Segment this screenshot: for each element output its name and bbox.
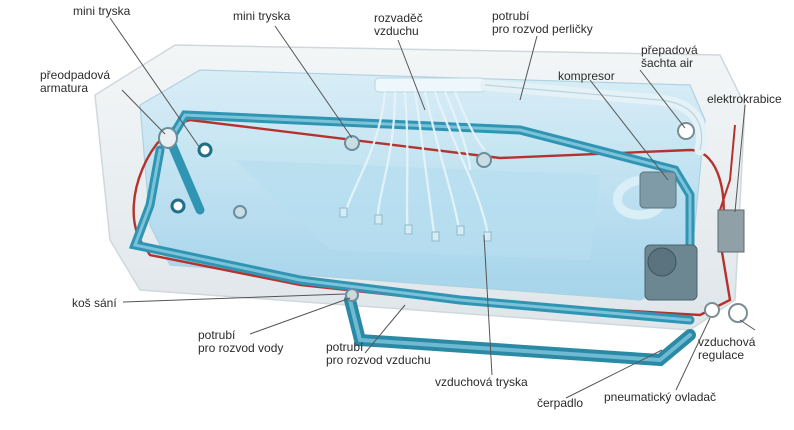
- air-manifold: [374, 77, 486, 93]
- leader-lines: [109, 17, 756, 399]
- label-air-regulation: vzduchová regulace: [698, 336, 755, 362]
- label-electrical-box: elektrokrabice: [707, 92, 782, 106]
- overflow-pipe: [165, 135, 205, 215]
- label-water-pipe: potrubí pro rozvod vody: [198, 329, 283, 355]
- label-line: rozvaděč: [374, 11, 423, 25]
- label-line: potrubí: [198, 328, 236, 342]
- label-line: přeodpadová: [40, 68, 111, 82]
- label-suction-basket: koš sání: [72, 296, 117, 310]
- label-overflow-drain-fitting: přeodpadová armatura: [40, 69, 110, 95]
- pneumatic-controller: [704, 302, 720, 318]
- label-overflow-shaft-air: přepadová šachta air: [641, 44, 698, 70]
- label-mini-tryska-left: mini tryska: [73, 4, 131, 18]
- label-line: přepadová: [641, 43, 698, 57]
- label-air-nozzle: vzduchová tryska: [435, 375, 528, 389]
- label-line: vzduchová: [698, 335, 756, 349]
- label-air-manifold: rozvaděč vzduchu: [374, 12, 423, 38]
- label-air-pipe: potrubí pro rozvod vzduchu: [326, 341, 431, 367]
- electrical-box: [717, 209, 745, 253]
- compressor-body: [639, 171, 677, 209]
- air-regulation-knob: [728, 303, 748, 323]
- pump-motor: [647, 247, 677, 277]
- label-line: pro rozvod perličky: [492, 22, 593, 36]
- tub-floor: [235, 160, 600, 260]
- label-line: regulace: [698, 348, 745, 362]
- overflow-shaft-air: [677, 122, 695, 140]
- label-pump: čerpadlo: [537, 396, 584, 410]
- label-compressor: kompresor: [558, 69, 615, 83]
- label-line: pro rozvod vody: [198, 341, 284, 355]
- label-pearl-air-pipe: potrubí pro rozvod perličky: [492, 10, 593, 36]
- label-line: potrubí: [326, 340, 364, 354]
- label-line: potrubí: [492, 9, 530, 23]
- label-line: armatura: [40, 81, 89, 95]
- label-line: vzduchu: [374, 24, 419, 38]
- electric-wire-branch: [719, 124, 736, 211]
- mini-jets: [170, 135, 492, 219]
- label-mini-tryska-center: mini tryska: [233, 9, 291, 23]
- label-line: šachta air: [641, 56, 694, 70]
- label-line: pro rozvod vzduchu: [326, 353, 431, 367]
- label-pneumatic-controller: pneumatický ovladač: [604, 390, 717, 404]
